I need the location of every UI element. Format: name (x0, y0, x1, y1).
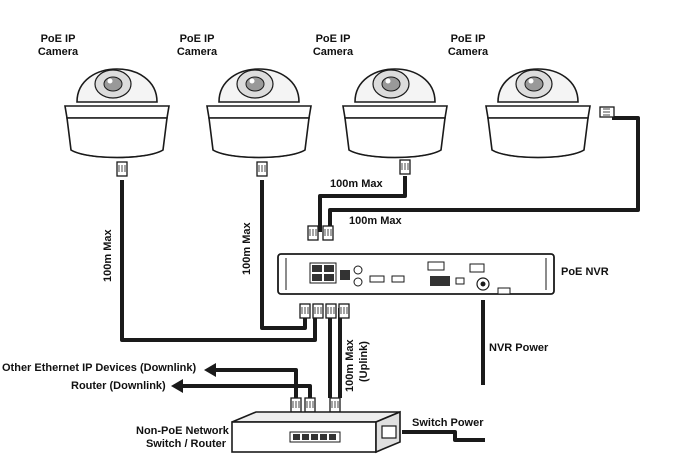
camera-3 (342, 68, 448, 159)
camera-2 (206, 68, 312, 159)
switch-label-line2: Switch / Router (145, 438, 226, 450)
camera-4-label-line2: Camera (447, 46, 489, 58)
camera-1-label-line2: Camera (37, 46, 79, 58)
switch-power-cable (402, 430, 485, 442)
camera-1-label: PoE IP Camera (28, 33, 88, 59)
cable-camera-3 (318, 176, 407, 232)
camera-2-label-line2: Camera (176, 46, 218, 58)
camera-3-label: PoE IP Camera (303, 33, 363, 59)
cable-label-camera-2: 100m Max (241, 222, 253, 275)
camera-3-label-line2: Camera (312, 46, 354, 58)
camera-4-label-line1: PoE IP (450, 33, 486, 45)
cable-label-uplink-1: 100m Max (344, 339, 356, 392)
cable-camera-1 (120, 180, 317, 342)
cables (120, 116, 640, 442)
camera-2-label-line1: PoE IP (179, 33, 215, 45)
switch-label-line1: Non-PoE Network (136, 425, 229, 437)
cable-label-camera-4: 100m Max (349, 215, 402, 227)
cable-downlink-other (215, 368, 298, 402)
cable-downlink-router (182, 384, 312, 402)
cable-label-uplink-2: (Uplink) (358, 341, 370, 382)
cable-label-camera-3: 100m Max (330, 178, 383, 190)
cable-camera-4 (328, 116, 640, 232)
camera-1-label-line1: PoE IP (40, 33, 76, 45)
downlink-router-label: Router (Downlink) (71, 380, 166, 392)
cable-label-camera-1: 100m Max (102, 229, 114, 282)
downlink-other-label: Other Ethernet IP Devices (Downlink) (2, 362, 197, 374)
camera-3-label-line1: PoE IP (315, 33, 351, 45)
camera-4-label: PoE IP Camera (438, 33, 498, 59)
arrow-router (171, 379, 183, 393)
camera-4 (485, 68, 591, 159)
nvr-power-label: NVR Power (489, 342, 549, 354)
switch-label: Non-PoE Network Switch / Router (136, 425, 229, 451)
nvr-device (277, 253, 555, 295)
network-switch (231, 410, 401, 454)
camera-1 (64, 68, 170, 159)
camera-2-label: PoE IP Camera (167, 33, 227, 59)
switch-power-label: Switch Power (412, 417, 484, 429)
arrow-other-devices (204, 363, 216, 377)
nvr-label: PoE NVR (561, 266, 609, 278)
